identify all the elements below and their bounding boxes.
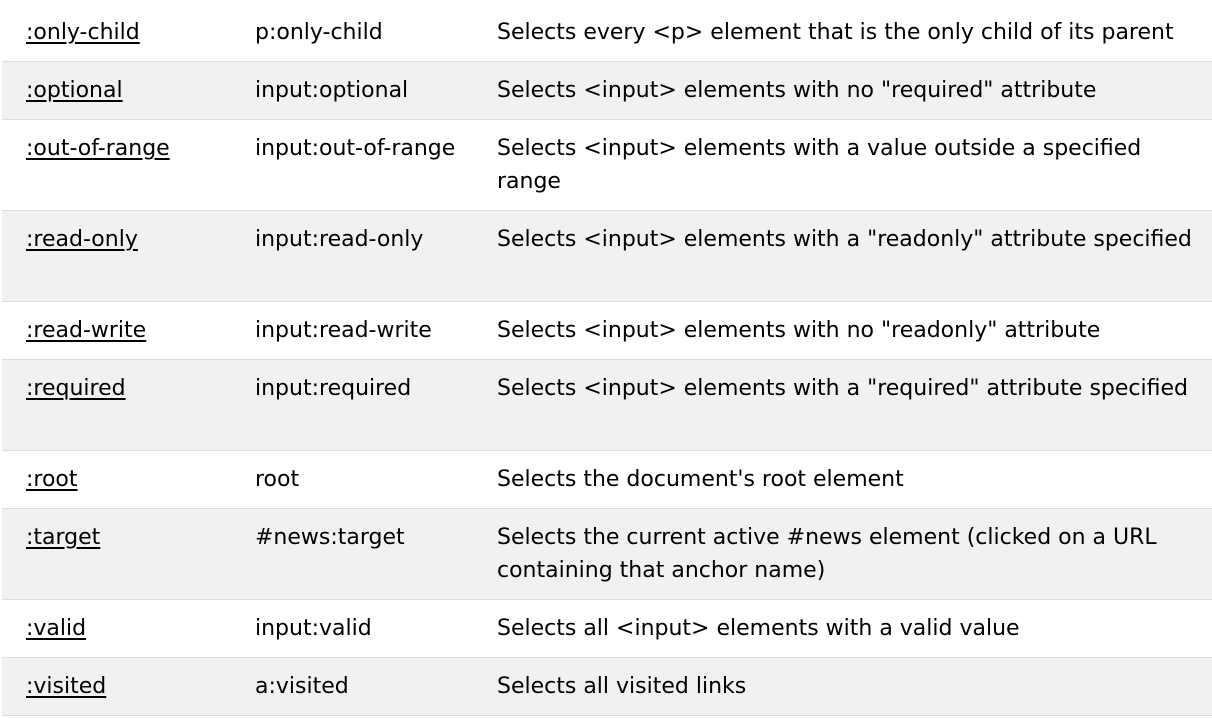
description-cell: Selects <input> elements with a value ou… [497, 136, 1142, 194]
example-cell: input:optional [255, 78, 409, 103]
selector-cell: :out-of-range [2, 132, 230, 165]
description-cell: Selects <input> elements with a "readonl… [497, 227, 1192, 252]
description-cell: Selects <input> elements with a "require… [497, 376, 1188, 401]
selector-cell: :optional [2, 74, 230, 107]
selector-link[interactable]: :read-only [26, 227, 138, 252]
example-cell: input:required [255, 376, 412, 401]
example-cell: #news:target [255, 525, 405, 550]
selector-link[interactable]: :required [26, 376, 126, 401]
selector-cell: :read-only [2, 223, 230, 256]
selector-cell: :required [2, 372, 230, 405]
selector-link[interactable]: :visited [26, 674, 107, 699]
selector-cell: :target [2, 521, 230, 554]
example-cell: input:out-of-range [255, 136, 456, 161]
selector-link[interactable]: :root [26, 467, 78, 492]
example-cell: input:read-write [255, 318, 432, 343]
description-cell: Selects all <input> elements with a vali… [497, 616, 1020, 641]
table-row: :required input:required Selects <input>… [2, 360, 1212, 451]
description-cell: Selects <input> elements with no "readon… [497, 318, 1101, 343]
table-row: :valid input:valid Selects all <input> e… [2, 600, 1212, 658]
description-cell: Selects all visited links [497, 674, 747, 699]
selector-link[interactable]: :out-of-range [26, 136, 170, 161]
table-row: :optional input:optional Selects <input>… [2, 62, 1212, 120]
selector-link[interactable]: :only-child [26, 20, 140, 45]
selector-cell: :visited [2, 670, 230, 703]
selector-link[interactable]: :target [26, 525, 101, 550]
selector-cell: :read-write [2, 314, 230, 347]
example-cell: input:read-only [255, 227, 424, 252]
example-cell: root [255, 467, 300, 492]
description-cell: Selects the current active #news element… [497, 525, 1157, 583]
example-cell: p:only-child [255, 20, 383, 45]
table-row: :visited a:visited Selects all visited l… [2, 658, 1212, 716]
example-cell: input:valid [255, 616, 372, 641]
selector-link[interactable]: :optional [26, 78, 123, 103]
table-row: :read-only input:read-only Selects <inpu… [2, 211, 1212, 302]
description-cell: Selects the document's root element [497, 467, 904, 492]
description-cell: Selects <input> elements with no "requir… [497, 78, 1097, 103]
selector-link[interactable]: :read-write [26, 318, 147, 343]
example-cell: a:visited [255, 674, 349, 699]
table-row: :target #news:target Selects the current… [2, 509, 1212, 600]
selector-cell: :valid [2, 612, 230, 645]
table-row: :read-write input:read-write Selects <in… [2, 302, 1212, 360]
selector-cell: :root [2, 463, 230, 496]
table-row: :root root Selects the document's root e… [2, 451, 1212, 509]
selector-link[interactable]: :valid [26, 616, 87, 641]
table-row: :out-of-range input:out-of-range Selects… [2, 120, 1212, 211]
table-row: :only-child p:only-child Selects every <… [2, 0, 1212, 62]
selector-cell: :only-child [2, 16, 230, 49]
description-cell: Selects every <p> element that is the on… [497, 20, 1174, 45]
